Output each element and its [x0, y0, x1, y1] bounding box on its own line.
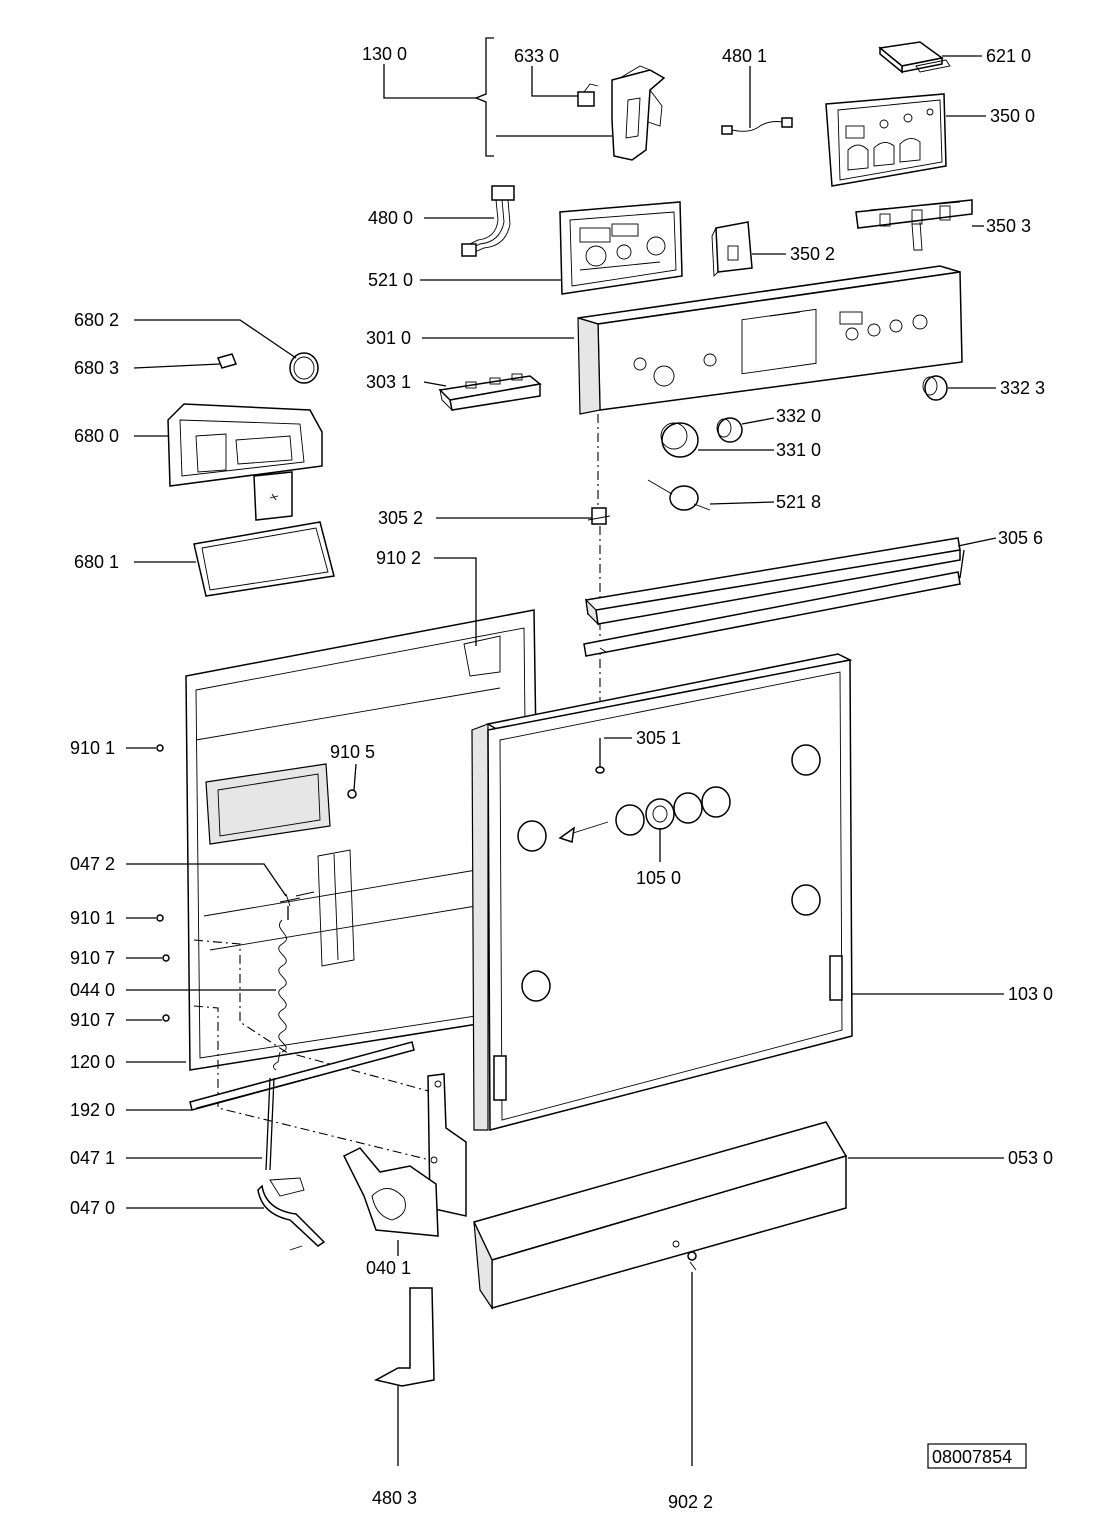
- part-680-3-clip: [216, 353, 238, 369]
- part-621-module: [878, 41, 951, 74]
- callout-331-0: 331 0: [776, 440, 821, 460]
- callout-521-0: 521 0: [368, 270, 413, 290]
- document-id-text: 08007854: [932, 1447, 1012, 1467]
- part-192-0-rail: [189, 1041, 415, 1111]
- callout-047-1: 047 1: [70, 1148, 115, 1168]
- part-331-0-knob: [660, 422, 699, 458]
- part-044-0-spring: [273, 891, 315, 1071]
- callout-480-1: 480 1: [722, 46, 767, 66]
- callout-350-0: 350 0: [990, 106, 1035, 126]
- callout-350-3: 350 3: [986, 216, 1031, 236]
- callout-053-0: 053 0: [1008, 1148, 1053, 1168]
- leader-lines: [126, 55, 1004, 1466]
- part-305-1-pin: [595, 738, 605, 774]
- part-521-0-module: [559, 201, 683, 295]
- callout-521-8: 521 8: [776, 492, 821, 512]
- part-680-0-dispenser: [167, 403, 323, 521]
- callout-680-3: 680 3: [74, 358, 119, 378]
- part-105-0-rollers: [558, 786, 731, 843]
- callout-130-0: 130 0: [362, 44, 407, 64]
- part-480-3-bracket: [373, 1287, 435, 1387]
- part-047-0-clamp: [257, 1177, 326, 1251]
- callout-910-1-bottom: 910 1: [70, 908, 115, 928]
- part-047-1-cable: [265, 1077, 275, 1171]
- part-680-2-ring: [289, 352, 319, 384]
- part-350-2-cover: [711, 221, 753, 278]
- callout-350-2: 350 2: [790, 244, 835, 264]
- part-103-0-outer-door: [471, 653, 853, 1131]
- callout-305-2: 305 2: [378, 508, 423, 528]
- callout-480-0: 480 0: [368, 208, 413, 228]
- callout-105-0: 105 0: [636, 868, 681, 888]
- callout-480-3: 480 3: [372, 1488, 417, 1508]
- callout-332-3: 332 3: [1000, 378, 1045, 398]
- callout-332-0: 332 0: [776, 406, 821, 426]
- part-902-2-screw: [687, 1251, 697, 1271]
- callout-910-2: 910 2: [376, 548, 421, 568]
- part-301-0-control-panel: [577, 265, 963, 415]
- callout-047-0: 047 0: [70, 1198, 115, 1218]
- callout-103-0: 103 0: [1008, 984, 1053, 1004]
- callout-910-1-top: 910 1: [70, 738, 115, 758]
- part-680-1-gasket: [193, 521, 335, 597]
- part-633-switch: [577, 83, 599, 107]
- bracket-group-130: [474, 37, 494, 157]
- callout-301-0: 301 0: [366, 328, 411, 348]
- part-door-latch: [611, 65, 666, 161]
- callout-192-0: 192 0: [70, 1100, 115, 1120]
- alignment-line-top: [597, 414, 601, 738]
- callout-680-1: 680 1: [74, 552, 119, 572]
- screws: [156, 744, 357, 1022]
- part-053-0-kickplate: [472, 1121, 848, 1310]
- callout-910-7-top: 910 7: [70, 948, 115, 968]
- part-480-0-harness: [461, 185, 515, 257]
- callout-680-0: 680 0: [74, 426, 119, 446]
- callout-902-2: 902 2: [668, 1492, 713, 1512]
- callout-044-0: 044 0: [70, 980, 115, 1000]
- callout-labels: 130 0 633 0 480 1 621 0 350 0 480 0 350 …: [70, 44, 1053, 1512]
- part-480-1-cable: [721, 117, 793, 135]
- callout-047-2: 047 2: [70, 854, 115, 874]
- callout-910-7-bottom: 910 7: [70, 1010, 115, 1030]
- callout-305-6: 305 6: [998, 528, 1043, 548]
- callout-305-1: 305 1: [636, 728, 681, 748]
- callout-680-2: 680 2: [74, 310, 119, 330]
- callout-633-0: 633 0: [514, 46, 559, 66]
- callout-621-0: 621 0: [986, 46, 1031, 66]
- callout-120-0: 120 0: [70, 1052, 115, 1072]
- callout-910-5: 910 5: [330, 742, 375, 762]
- callout-303-1: 303 1: [366, 372, 411, 392]
- part-350-3-bar: [855, 199, 973, 251]
- part-350-0-control-board: [825, 93, 947, 187]
- document-id: 08007854: [927, 1443, 1027, 1469]
- part-305-2-clip: [587, 507, 611, 525]
- part-303-1-button-strip: [438, 373, 542, 412]
- part-332-3-knob: [922, 375, 948, 401]
- part-305-6-rail: [583, 537, 961, 657]
- part-521-8-sensor: [647, 479, 711, 511]
- part-040-1-hinge: [342, 1073, 467, 1237]
- callout-040-1: 040 1: [366, 1258, 411, 1278]
- part-332-0-knob: [716, 417, 743, 443]
